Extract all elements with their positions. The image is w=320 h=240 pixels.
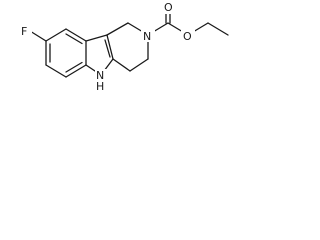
svg-text:H: H	[96, 80, 104, 93]
svg-text:O: O	[183, 30, 192, 43]
benzene-ring	[45, 28, 87, 78]
fluorine-bond	[29, 30, 47, 42]
ester-oxygen-atom: O	[181, 29, 195, 43]
svg-text:F: F	[21, 25, 27, 38]
fluorine-atom: F	[20, 24, 32, 38]
structure-diagram: F N O O N H	[20, 1, 229, 93]
carbonyl-oxygen-atom: O	[162, 1, 176, 14]
svg-text:N: N	[143, 30, 151, 43]
indole-hydrogen-atom: H	[95, 80, 108, 93]
svg-text:N: N	[96, 69, 104, 82]
ring-nitrogen-atom: N	[141, 29, 155, 43]
indole-nitrogen-atom: N	[95, 69, 108, 82]
svg-text:O: O	[164, 1, 173, 14]
